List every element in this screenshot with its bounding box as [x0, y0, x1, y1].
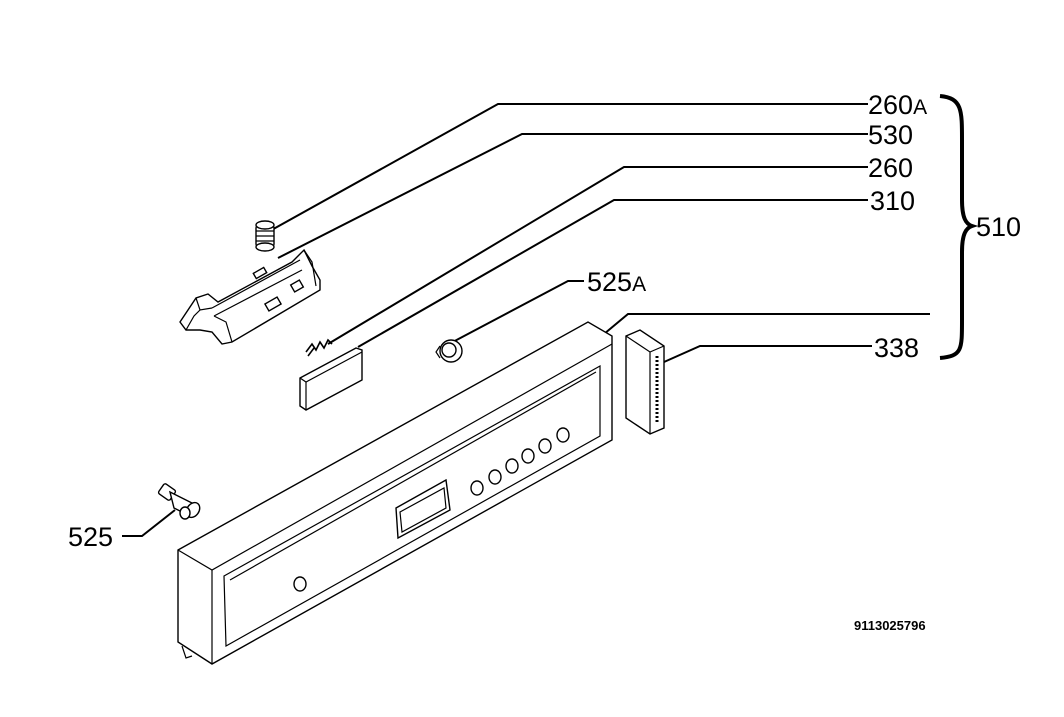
label-525a: 525A — [587, 267, 646, 297]
control-panel — [177, 321, 613, 665]
label-260a: 260A — [868, 90, 927, 120]
label-525: 525 — [68, 522, 113, 552]
leader-338 — [663, 345, 872, 363]
leader-panel-top — [603, 313, 930, 335]
part-260-spring-clip — [305, 338, 333, 357]
part-530-handle-bracket — [179, 248, 321, 345]
leader-525a — [448, 280, 584, 345]
panel-button — [470, 480, 484, 496]
panel-button — [488, 469, 502, 485]
panel-button — [556, 427, 570, 443]
panel-button — [521, 448, 535, 464]
panel-button — [505, 458, 519, 474]
label-260: 260 — [868, 153, 913, 183]
label-530: 530 — [868, 120, 913, 150]
panel-button — [293, 576, 307, 592]
display-window — [395, 478, 451, 540]
leader-260a — [267, 103, 868, 233]
part-338-connector-block — [625, 329, 665, 435]
drawing-code: 9113025796 — [854, 618, 926, 633]
panel-buttons — [293, 427, 570, 592]
leader-525 — [122, 509, 176, 537]
part-525a-knob — [435, 339, 463, 363]
label-338: 338 — [874, 333, 919, 363]
brace-510 — [939, 94, 979, 360]
leader-lines — [122, 103, 930, 537]
leader-260 — [327, 166, 868, 345]
part-310-cover-plate — [299, 347, 363, 411]
part-525-screw — [157, 483, 201, 520]
part-260a-grommet — [255, 220, 275, 252]
leader-310 — [357, 199, 868, 348]
label-510: 510 — [976, 212, 1021, 242]
panel-button — [538, 438, 552, 454]
leader-530 — [277, 133, 868, 259]
label-310: 310 — [870, 186, 915, 216]
